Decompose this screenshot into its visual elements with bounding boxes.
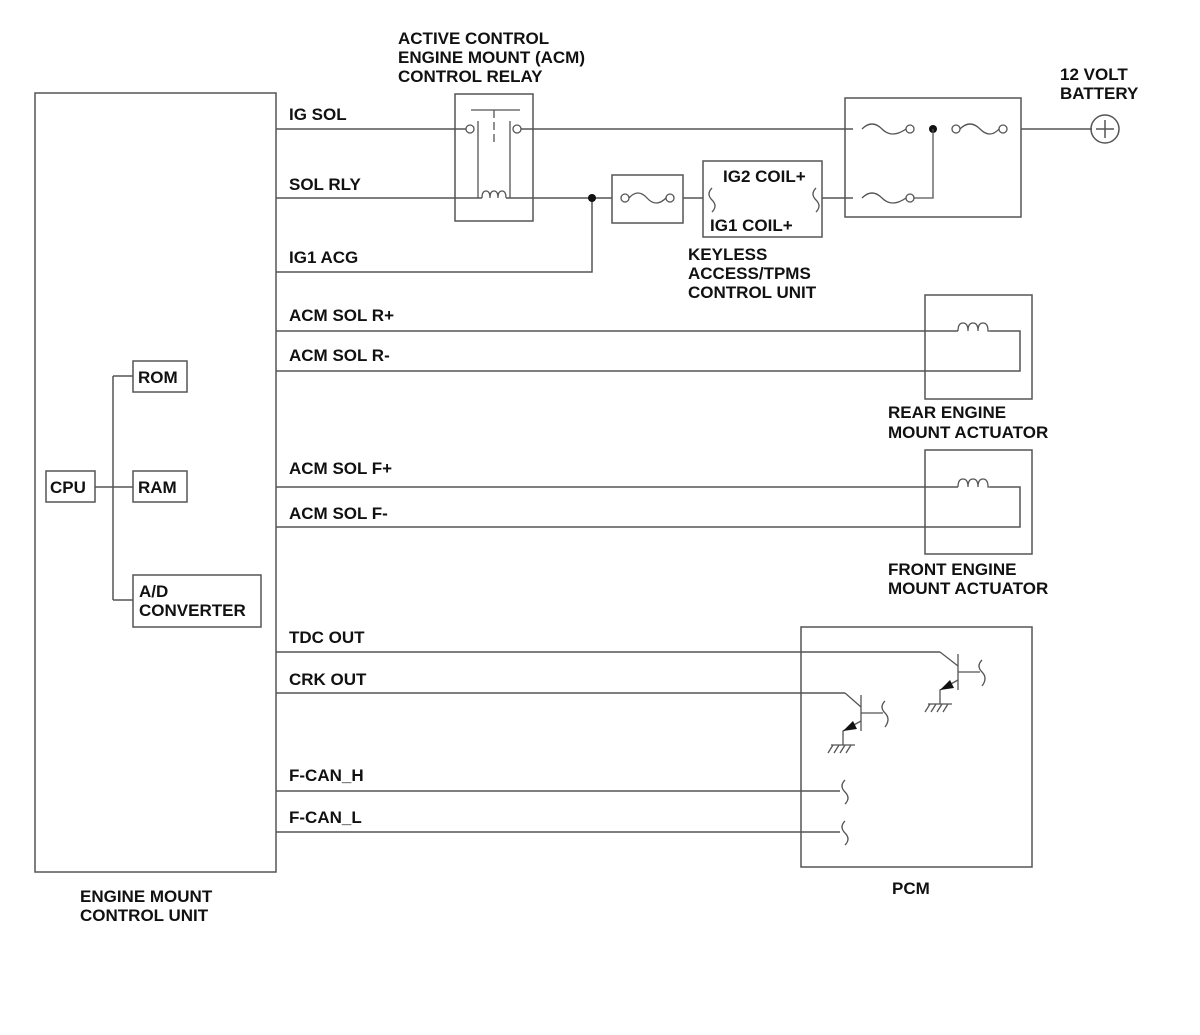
internal-bus	[95, 375, 133, 601]
crk-ground-icon	[827, 744, 855, 754]
label-acm-sol-r-minus: ACM SOL R-	[289, 346, 390, 365]
ecu-title-line2: CONTROL UNIT	[80, 906, 209, 925]
label-sol-rly: SOL RLY	[289, 175, 361, 194]
fuse2-link	[959, 123, 1000, 135]
front-engine-mount-actuator: FRONT ENGINE MOUNT ACTUATOR	[888, 449, 1048, 598]
fuse1-terminal	[905, 124, 915, 134]
battery: 12 VOLT BATTERY	[1060, 65, 1139, 144]
keyless-access-control-unit: IG2 COIL+ IG1 COIL+ KEYLESS ACCESS/TPMS …	[688, 160, 823, 302]
tdc-transistor-icon	[924, 651, 986, 713]
front-actuator-coil	[957, 478, 990, 488]
wire-acm-sol-r-minus	[276, 330, 1021, 372]
battery-label-line2: BATTERY	[1060, 84, 1139, 103]
adc-box	[132, 574, 262, 628]
label-f-can-l: F-CAN_L	[289, 808, 362, 827]
keyless-ig1-label: IG1 COIL+	[710, 216, 793, 235]
inline-fuse-terminal-right	[665, 193, 675, 203]
front-actuator-box	[924, 449, 1033, 555]
relay-coil-leads	[477, 121, 511, 198]
label-ig1-acg: IG1 ACG	[289, 248, 358, 267]
rear-actuator-label-line2: MOUNT ACTUATOR	[888, 423, 1048, 442]
relay-label-line2: ENGINE MOUNT (ACM)	[398, 48, 585, 67]
can-l-connector-icon	[841, 820, 849, 846]
keyless-box	[702, 160, 823, 238]
inline-fuse-terminal-left	[620, 193, 630, 203]
rear-actuator-box	[924, 294, 1033, 400]
fuse-box-outline	[844, 97, 1022, 218]
pcm-box	[800, 626, 1033, 868]
label-crk-out: CRK OUT	[289, 670, 367, 689]
engine-mount-control-unit: CPU ROM RAM A/D CONVERTER ENGINE MOUNT C…	[34, 92, 277, 925]
fuse1-link	[861, 123, 907, 135]
wire-ig1-acg	[276, 198, 593, 273]
fuse3-terminal	[905, 193, 915, 203]
label-ig-sol: IG SOL	[289, 105, 347, 124]
crk-transistor-icon	[827, 692, 889, 754]
label-acm-sol-f-plus: ACM SOL F+	[289, 459, 392, 478]
fuse2-terminal-left	[951, 124, 961, 134]
tdc-ground-icon	[924, 703, 952, 713]
fuse3-link	[861, 192, 907, 204]
rear-actuator-coil	[957, 322, 990, 332]
keyless-connector-right	[812, 187, 820, 213]
ecu-title-line1: ENGINE MOUNT	[80, 887, 213, 906]
signal-labels: IG SOL SOL RLY IG1 ACG ACM SOL R+ ACM SO…	[289, 105, 394, 827]
fuse3-riser	[914, 129, 934, 199]
relay-label-line1: ACTIVE CONTROL	[398, 29, 549, 48]
battery-label-line1: 12 VOLT	[1060, 65, 1128, 84]
inline-fuse	[611, 174, 684, 224]
rear-actuator-label-line1: REAR ENGINE	[888, 403, 1006, 422]
front-actuator-label-line1: FRONT ENGINE	[888, 560, 1016, 579]
wire-acm-sol-f-minus	[276, 486, 1021, 528]
keyless-label-line1: KEYLESS	[688, 245, 767, 264]
keyless-ig2-label: IG2 COIL+	[723, 167, 806, 186]
adc-label-line1: A/D	[139, 582, 168, 601]
ram-label: RAM	[138, 478, 177, 497]
ecu-box	[34, 92, 277, 873]
relay-contact-right	[512, 124, 522, 134]
can-h-connector-icon	[841, 779, 849, 805]
battery-terminal-icon	[1090, 114, 1120, 144]
adc-label-line2: CONVERTER	[139, 601, 246, 620]
rear-engine-mount-actuator: REAR ENGINE MOUNT ACTUATOR	[888, 294, 1048, 442]
keyless-connector-left	[708, 187, 716, 213]
fuse2-terminal-right	[998, 124, 1008, 134]
battery-plus-icon	[1096, 120, 1114, 138]
relay-box	[454, 93, 534, 222]
pcm-label: PCM	[892, 879, 930, 898]
pcm: PCM	[800, 626, 1033, 898]
label-acm-sol-r-plus: ACM SOL R+	[289, 306, 394, 325]
rom-label: ROM	[138, 368, 178, 387]
label-tdc-out: TDC OUT	[289, 628, 365, 647]
label-f-can-h: F-CAN_H	[289, 766, 364, 785]
keyless-label-line3: CONTROL UNIT	[688, 283, 817, 302]
wires	[276, 128, 1092, 833]
front-actuator-label-line2: MOUNT ACTUATOR	[888, 579, 1048, 598]
junction-dot-left	[588, 194, 596, 202]
relay-contact-left	[465, 124, 475, 134]
inline-fuse-link	[628, 192, 667, 204]
inline-fuse-box	[611, 174, 684, 224]
relay-label-line3: CONTROL RELAY	[398, 67, 543, 86]
label-acm-sol-f-minus: ACM SOL F-	[289, 504, 388, 523]
fuse-box	[844, 97, 1022, 218]
cpu-label: CPU	[50, 478, 86, 497]
keyless-label-line2: ACCESS/TPMS	[688, 264, 811, 283]
relay-coil	[481, 190, 507, 199]
acm-control-relay: ACTIVE CONTROL ENGINE MOUNT (ACM) CONTRO…	[398, 29, 585, 222]
